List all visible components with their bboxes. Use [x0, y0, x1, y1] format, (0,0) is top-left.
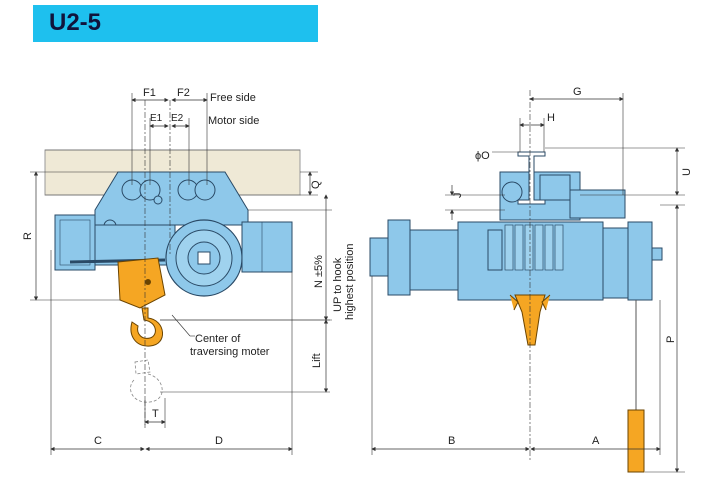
label-F1: F1: [143, 87, 156, 99]
hook-lowered-ghost: [130, 359, 163, 403]
label-highest-position: highest position: [344, 244, 356, 320]
diagram-title: U2-5: [49, 9, 102, 36]
label-T: T: [152, 408, 159, 420]
label-H: H: [547, 112, 555, 124]
label-motor-side: Motor side: [208, 115, 259, 127]
side-view: G H ϕO U J P B A: [369, 86, 693, 473]
title-bar: U2-5: [33, 5, 318, 42]
label-B: B: [448, 435, 455, 447]
rope-grooves: [504, 224, 564, 271]
label-N: N ±5%: [313, 255, 325, 288]
label-E1: E1: [150, 113, 163, 124]
label-C: C: [94, 435, 102, 447]
label-up-to-hook: UP to hook: [332, 257, 344, 312]
label-D: D: [215, 435, 223, 447]
hook-block: [117, 257, 166, 309]
wheel-right-2: [194, 179, 216, 201]
end-cap-right: [627, 221, 653, 301]
label-J: J: [452, 193, 464, 199]
pendant-controller: [627, 409, 645, 473]
label-traversing-moter: traversing moter: [190, 346, 270, 358]
label-lift: Lift: [311, 353, 323, 368]
label-F2: F2: [177, 87, 190, 99]
label-P: P: [665, 336, 677, 343]
trolley-motor: [569, 189, 626, 219]
trolley-frame: [94, 171, 249, 226]
label-phiO: ϕO: [475, 150, 490, 162]
label-U: U: [681, 168, 693, 176]
label-R: R: [22, 232, 34, 240]
front-view: F1 F2 Free side E1 E2 Motor side Q R N ±…: [22, 87, 356, 455]
label-center-of: Center of: [195, 333, 241, 345]
label-G: G: [573, 86, 582, 98]
i-beam: [517, 151, 546, 205]
hook: [130, 307, 163, 347]
label-Q: Q: [310, 180, 322, 189]
label-free-side: Free side: [210, 92, 256, 104]
right-motor: [241, 221, 293, 273]
label-A: A: [592, 435, 600, 447]
label-E2: E2: [171, 113, 184, 124]
end-cap-left: [369, 237, 389, 277]
